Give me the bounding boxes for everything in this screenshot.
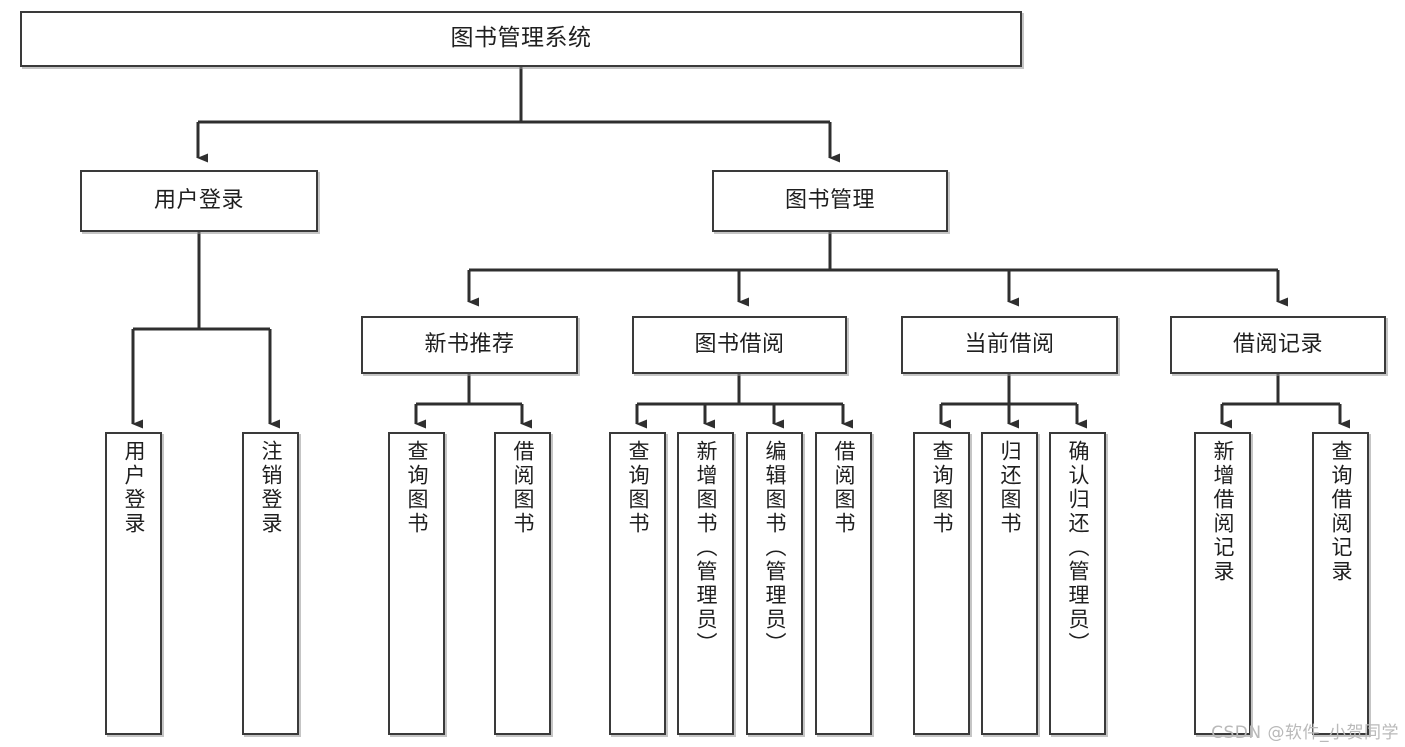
node-label: 注销登录	[259, 440, 283, 536]
node-label: 当前借阅	[964, 332, 1055, 358]
node-label: 借阅记录	[1232, 332, 1323, 358]
node-label: 图书借阅	[694, 332, 785, 358]
leaf-new-book-query-book[interactable]: 查询图书	[388, 432, 445, 735]
node-label: 图书管理	[784, 188, 875, 214]
leaf-user-login-logout[interactable]: 注销登录	[242, 432, 299, 735]
node-label: 查询图书	[626, 440, 650, 536]
node-user-login[interactable]: 用户登录	[80, 170, 318, 232]
leaf-borrow-record-add-record[interactable]: 新增借阅记录	[1194, 432, 1251, 735]
leaf-book-borrow-borrow-book[interactable]: 借阅图书	[815, 432, 872, 735]
node-label: 查询借阅记录	[1329, 440, 1353, 584]
leaf-new-book-borrow-book[interactable]: 借阅图书	[494, 432, 551, 735]
node-label: 新增借阅记录	[1211, 440, 1235, 584]
node-label: 查询图书	[930, 440, 954, 536]
node-label: 新书推荐	[424, 332, 515, 358]
node-label: 新增图书（管理员）	[694, 440, 718, 656]
node-label: 用户登录	[153, 188, 244, 214]
node-book-management[interactable]: 图书管理	[712, 170, 948, 232]
node-label: 借阅图书	[832, 440, 856, 536]
watermark-text: CSDN @软件_小贺同学	[1211, 723, 1399, 743]
leaf-user-login-login[interactable]: 用户登录	[105, 432, 162, 735]
leaf-book-borrow-add-book-admin[interactable]: 新增图书（管理员）	[677, 432, 734, 735]
leaf-book-borrow-query-book[interactable]: 查询图书	[609, 432, 666, 735]
node-book-borrow[interactable]: 图书借阅	[632, 316, 847, 374]
leaf-borrow-record-query-record[interactable]: 查询借阅记录	[1312, 432, 1369, 735]
node-label: 图书管理系统	[450, 25, 592, 52]
leaf-current-borrow-confirm-return-admin[interactable]: 确认归还（管理员）	[1049, 432, 1106, 735]
node-label: 归还图书	[998, 440, 1022, 536]
node-root-book-management-system[interactable]: 图书管理系统	[20, 11, 1022, 67]
leaf-current-borrow-return-book[interactable]: 归还图书	[981, 432, 1038, 735]
node-label: 借阅图书	[511, 440, 535, 536]
leaf-current-borrow-query-book[interactable]: 查询图书	[913, 432, 970, 735]
node-label: 用户登录	[122, 440, 146, 536]
node-borrow-record[interactable]: 借阅记录	[1170, 316, 1386, 374]
node-label: 确认归还（管理员）	[1066, 440, 1090, 656]
node-label: 编辑图书（管理员）	[763, 440, 787, 656]
leaf-book-borrow-edit-book-admin[interactable]: 编辑图书（管理员）	[746, 432, 803, 735]
node-label: 查询图书	[405, 440, 429, 536]
node-current-borrow[interactable]: 当前借阅	[901, 316, 1118, 374]
node-new-book-recommend[interactable]: 新书推荐	[361, 316, 578, 374]
